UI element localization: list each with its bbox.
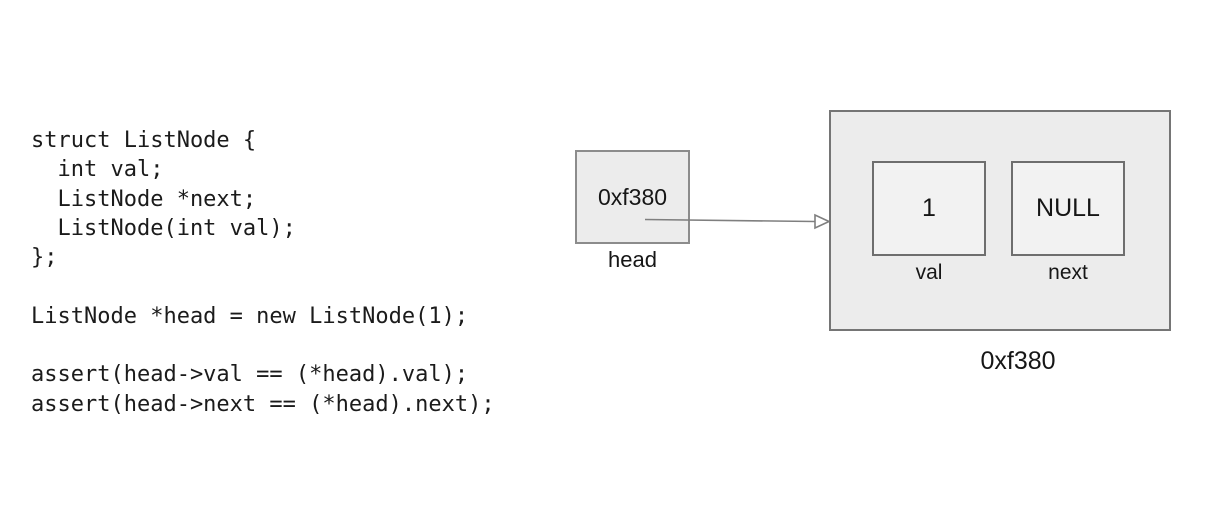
node-address-label: 0xf380: [980, 347, 1056, 375]
next-field-value: NULL: [1036, 194, 1100, 222]
code-block: struct ListNode { int val; ListNode *nex…: [31, 128, 495, 417]
next-field-box: NULL: [1011, 161, 1125, 256]
val-field-box: 1: [872, 161, 986, 256]
head-pointer-label: head: [608, 247, 657, 272]
val-field-value: 1: [922, 194, 936, 222]
head-pointer-value: 0xf380: [597, 183, 668, 210]
val-field-label: val: [915, 261, 943, 284]
head-pointer-box: 0xf380: [575, 150, 690, 244]
pointer-arrowhead: [814, 213, 831, 230]
next-field-label: next: [1048, 261, 1088, 284]
